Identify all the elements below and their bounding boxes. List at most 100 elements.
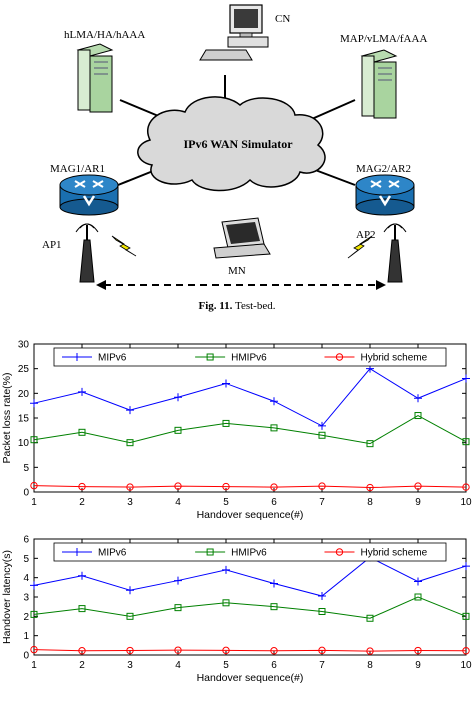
y-tick-label: 15 — [18, 414, 30, 425]
y-tick-label: 2 — [23, 612, 29, 623]
y-tick-label: 6 — [23, 535, 29, 546]
series-line-3 — [33, 649, 467, 652]
data-point-plus — [126, 406, 134, 415]
x-tick-label: 2 — [79, 660, 85, 671]
testbed-diagram: IPv6 WAN Simulator CN hLMA/HA/hAAA MAP/v… — [42, 4, 427, 290]
data-point-square — [78, 428, 86, 436]
legend-marker-square — [206, 548, 214, 556]
x-tick-label: 2 — [79, 497, 85, 508]
y-tick-label: 20 — [18, 389, 30, 400]
legend-label: HMIPv6 — [231, 353, 267, 364]
mag2-router-icon — [355, 174, 415, 216]
x-tick-label: 5 — [223, 660, 229, 671]
x-tick-label: 3 — [127, 660, 133, 671]
data-point-square — [366, 440, 374, 448]
series-line-1 — [33, 368, 467, 427]
hlma-server-icon — [76, 43, 114, 113]
x-tick-label: 7 — [319, 497, 325, 508]
data-point-square — [174, 426, 182, 434]
x-axis-label: Handover sequence(#) — [197, 509, 304, 521]
data-point-circle — [318, 482, 326, 490]
data-point-circle — [462, 483, 470, 491]
data-point-square — [78, 605, 86, 613]
cloud-label: IPv6 WAN Simulator — [183, 137, 293, 151]
data-point-square — [318, 608, 326, 615]
x-tick-label: 4 — [175, 497, 181, 508]
x-tick-label: 8 — [367, 660, 373, 671]
figure-caption-label: Fig. 11. — [198, 300, 233, 312]
data-point-circle — [414, 482, 422, 490]
data-point-plus — [174, 576, 182, 585]
data-point-plus — [174, 393, 182, 402]
data-point-square — [30, 436, 38, 444]
mn-label: MN — [228, 265, 246, 277]
data-point-plus — [222, 379, 230, 388]
data-point-square — [270, 424, 278, 432]
ap2-antenna-icon — [383, 223, 407, 283]
data-point-plus — [30, 399, 38, 408]
y-tick-label: 0 — [23, 651, 29, 662]
data-point-plus — [270, 397, 278, 406]
data-point-plus — [270, 579, 278, 588]
y-tick-label: 5 — [23, 554, 29, 565]
data-point-plus — [222, 565, 230, 574]
x-tick-label: 9 — [415, 660, 421, 671]
x-tick-label: 3 — [127, 497, 133, 508]
series-line-3 — [33, 485, 467, 489]
legend-label: MIPv6 — [98, 353, 127, 364]
data-point-circle — [174, 482, 182, 490]
mag1-router-icon — [59, 174, 119, 216]
data-point-plus — [318, 421, 326, 430]
series-line-2 — [33, 414, 467, 445]
y-tick-label: 0 — [23, 488, 29, 499]
x-tick-label: 9 — [415, 497, 421, 508]
ap1-antenna-icon — [75, 223, 99, 283]
x-tick-label: 6 — [271, 660, 277, 671]
x-tick-label: 6 — [271, 497, 277, 508]
legend-label: MIPv6 — [98, 548, 127, 559]
legend-marker-circle — [335, 548, 344, 556]
data-point-plus — [126, 586, 134, 595]
y-tick-label: 5 — [23, 463, 29, 474]
data-point-circle — [366, 483, 374, 492]
data-point-square — [222, 419, 230, 427]
data-point-circle — [318, 646, 326, 655]
wireless-bolt-icon — [347, 235, 373, 259]
y-tick-label: 3 — [23, 593, 29, 604]
data-point-circle — [174, 646, 182, 654]
mn-laptop-icon — [213, 217, 271, 259]
x-axis-label: Handover sequence(#) — [197, 672, 304, 684]
map-label: MAP/vLMA/fAAA — [340, 33, 427, 45]
legend-marker-circle — [335, 353, 344, 361]
data-point-square — [366, 614, 374, 622]
x-tick-label: 8 — [367, 497, 373, 508]
data-point-plus — [78, 571, 86, 580]
series-line-2 — [33, 596, 467, 619]
data-point-circle — [30, 481, 38, 490]
wan-cloud: IPv6 WAN Simulator — [137, 96, 326, 192]
y-axis-label: Packet loss rate(%) — [1, 372, 13, 463]
data-point-plus — [462, 374, 470, 383]
data-point-square — [414, 593, 422, 601]
map-server-icon — [360, 49, 398, 119]
y-tick-label: 30 — [18, 340, 30, 351]
legend-marker-plus — [73, 548, 81, 556]
y-tick-label: 1 — [23, 631, 29, 642]
legend-label: Hybrid scheme — [360, 353, 427, 364]
data-point-circle — [270, 483, 278, 491]
figure-caption: Fig. 11. Test-bed. — [0, 300, 474, 312]
figure-caption-text: Test-bed. — [235, 300, 276, 312]
x-tick-label: 1 — [31, 497, 37, 508]
y-axis-label: Handover latency(s) — [1, 550, 13, 644]
ap1-label: AP1 — [42, 239, 62, 251]
movement-arrow — [96, 280, 386, 290]
series-line-1 — [33, 556, 467, 597]
data-point-circle — [366, 647, 374, 655]
data-point-plus — [414, 394, 422, 403]
data-point-circle — [222, 482, 230, 491]
data-point-circle — [414, 646, 422, 655]
wireless-bolt-icon — [111, 235, 137, 257]
